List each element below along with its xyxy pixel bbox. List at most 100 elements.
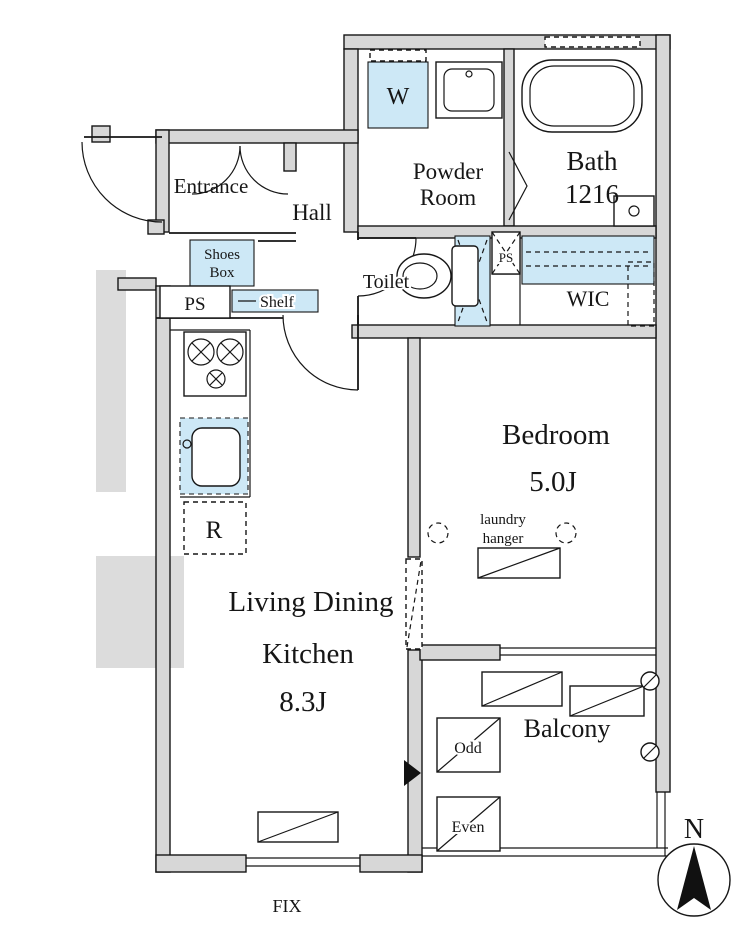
bedroom-sliding-door-diag [406,560,422,648]
powder-room-label-line2: Room [420,185,476,210]
shelf-area [231,289,319,313]
wic-shelf-area [521,235,655,285]
ldk-room: Living Dining Kitchen 8.3J FIX [228,586,421,916]
bathtub [521,59,643,133]
wall-bottom-left [155,854,247,873]
vanity-sink [443,68,495,112]
bath-size-label: 1216 [565,179,619,209]
wic-label: WIC [567,286,610,311]
stove [183,331,247,397]
powder-room: W Powder Room [367,36,641,210]
toilet-tank [451,245,479,307]
refrigerator-label: R [206,517,223,544]
ceiling-hook [427,522,449,544]
ps-right-box [491,231,521,275]
toilet-room: Toilet [361,235,491,327]
entrance-door-arc [81,141,163,223]
entrance-hall: Entrance Hall Shoes Box PS Shelf [159,174,332,319]
bedroom-label: Bedroom [502,419,610,451]
wic-room: WIC [521,235,655,327]
bath-label: Bath [567,146,618,176]
toilet-label: Toilet [363,271,410,293]
powder-room-label-line1: Powder [413,159,484,184]
refrigerator-space [183,501,247,555]
wall-bedroom-top [351,324,657,339]
washing-machine-label: W [387,84,410,110]
ldk-counter-diag [257,811,339,843]
neighbor-block [96,556,184,668]
wall-hall-stub [283,142,297,172]
bedroom-room: Bedroom 5.0J laundry hanger [427,419,610,579]
balcony-unit-diag [481,671,563,707]
ldk-label-line1: Living Dining [228,586,393,618]
shoes-box-label-line2: Box [209,265,235,281]
balcony-unit-diag [569,685,645,717]
stove-burner [216,338,244,366]
sink-faucet [182,439,192,449]
wall-bath-divider [503,48,515,227]
laundry-hanger-diag [477,547,561,579]
wall-bedroom-balcony [419,644,501,661]
direction-marker [404,760,421,786]
vanity-faucet [465,70,473,78]
burner-cross [191,342,211,362]
stove-burner [187,338,215,366]
balcony-even-label: Even [452,819,485,836]
bath-drain [628,205,640,217]
walls [91,34,671,873]
wall-left [155,285,171,873]
entrance-label: Entrance [174,174,249,198]
bath-room: Bath 1216 [521,59,655,227]
pipe-space-left-box [159,285,231,319]
hall-label: Hall [292,200,332,225]
shoes-box [189,239,255,287]
ceiling-hook [555,522,577,544]
powder-vent-window [369,49,427,62]
wall-entrance-top [155,129,359,144]
laundry-hanger-label-line2: hanger [483,531,524,547]
bathtub-inner [529,65,635,127]
toilet-duct-hatch1 [457,239,488,323]
shoes-box-label-line1: Shoes [204,247,240,263]
stove-burner [206,369,226,389]
hall-door-arc [282,314,359,391]
wall-door-stub-outer [91,125,111,143]
wall-bottom-right [359,854,423,873]
balcony-odd-label: Odd [454,740,482,757]
bath-folding-door [508,151,528,221]
compass: N [657,814,731,917]
wall-balcony-divider [407,649,423,873]
kitchen-sink [191,427,241,487]
wall-door-stub-inner [147,219,165,235]
neighbor-block [96,270,126,492]
compass-north-label: N [684,814,704,845]
balcony-area: Balcony Odd Even [436,671,660,852]
shelf-label: Shelf [260,294,294,311]
shoes-door-arc-right [239,145,289,195]
balcony-drain-tick [643,674,657,688]
ldk-label-line2: Kitchen [262,638,354,670]
wall-right [655,34,671,793]
wic-side-unit [627,261,655,327]
fix-window-label: FIX [272,896,301,916]
toilet-seat [402,262,438,290]
wall-ldk-bedroom-divider [407,337,421,558]
compass-needle [677,846,711,910]
wall-entrance-left [155,129,170,233]
bath-counter [613,195,655,227]
balcony-label: Balcony [524,714,611,743]
balcony-odd-diag [436,717,501,773]
wall-left-connector [117,277,157,291]
ps-right-label: PS [499,250,513,265]
washing-machine-area [367,61,429,129]
ps-left-label: PS [184,294,205,315]
laundry-hanger-label-line1: laundry [480,512,526,528]
kitchen-fixtures: R [179,331,249,555]
pipe-space-right: PS [491,231,521,275]
ldk-size-label: 8.3J [279,686,327,718]
toilet-duct-hatch2 [457,239,488,323]
balcony-drain-tick [643,745,657,759]
bath-vent-window [544,36,641,48]
